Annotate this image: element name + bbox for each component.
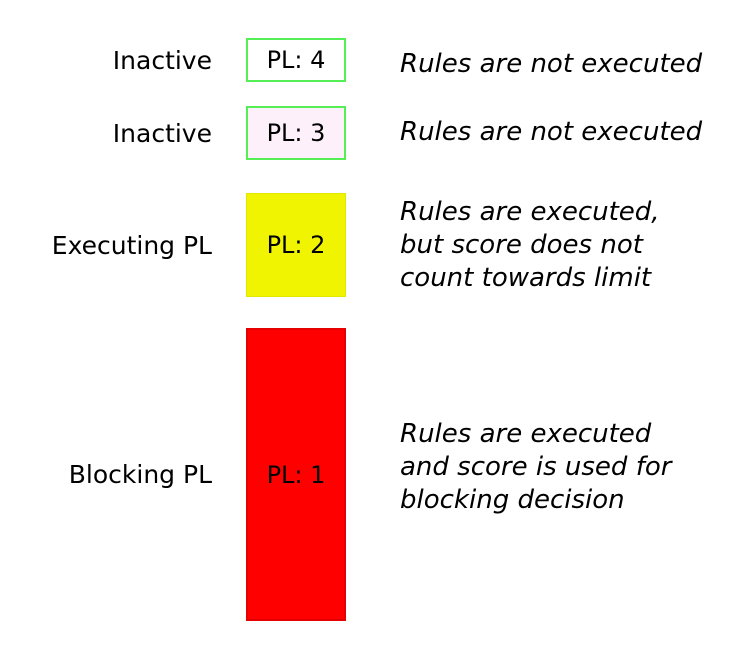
row-label-pl1: Blocking PL	[68, 460, 212, 489]
row-label-pl3: Inactive	[112, 118, 212, 148]
row-label-pl4: Inactive	[112, 45, 212, 75]
pl3-box: PL: 3	[246, 106, 346, 160]
row-description-pl2: Rules are executed, but score does not c…	[400, 197, 660, 293]
row-label-pl2: Executing PL	[51, 230, 212, 260]
pl2-box: PL: 2	[246, 193, 346, 297]
row-description-pl3: Rules are not executed	[400, 117, 703, 147]
pl4-box: PL: 4	[246, 38, 346, 82]
row-description-pl4: Rules are not executed	[400, 49, 703, 79]
pl1-box: PL: 1	[246, 328, 346, 621]
row-description-pl1: Rules are executed and score is used for…	[400, 419, 672, 515]
